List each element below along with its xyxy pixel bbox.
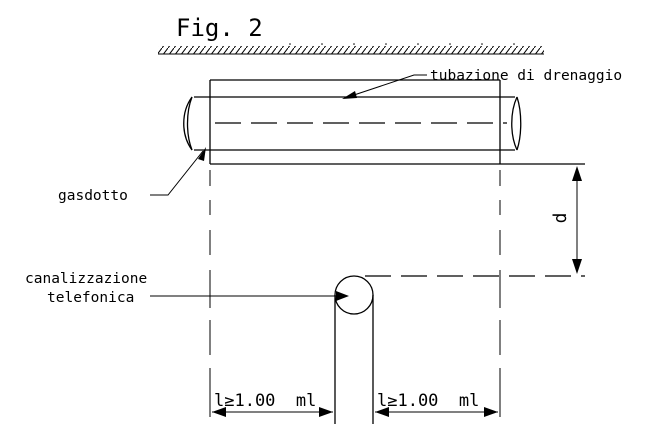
drain-arrowhead	[342, 91, 357, 99]
drain-pipe-label: tubazione di drenaggio	[430, 68, 622, 84]
ground-surface	[158, 43, 544, 55]
dimension-d-label: d	[550, 213, 571, 224]
drain-pipe	[183, 96, 522, 151]
drain-leader	[347, 74, 427, 98]
telephone-arrowhead	[336, 291, 349, 301]
gas-arrowhead	[198, 147, 206, 161]
telephone-label-line1: canalizzazione	[25, 271, 147, 287]
gas-pipe-label: gasdotto	[58, 188, 128, 204]
telephone-conduit	[334, 275, 585, 424]
telephone-label-line2: telefonica	[47, 290, 134, 306]
figure-title: Fig. 2	[176, 14, 263, 42]
construction-lines	[209, 170, 501, 417]
ground-dots	[289, 43, 515, 45]
dimension-left-label: l≥1.00 ml	[214, 391, 316, 411]
bottom-dimensions	[212, 407, 498, 417]
dimension-right-label: l≥1.00 ml	[377, 391, 479, 411]
gas-leader	[150, 150, 204, 196]
trench-box	[209, 79, 585, 165]
vertical-dimension	[572, 166, 582, 274]
